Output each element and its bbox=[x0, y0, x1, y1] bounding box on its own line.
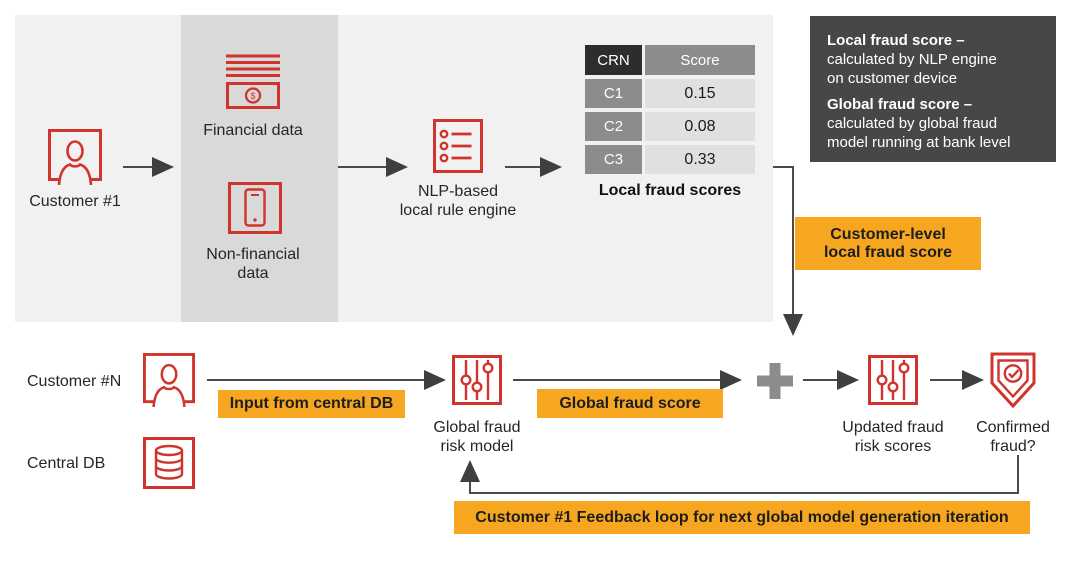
global-model-label: Global fraud risk model bbox=[433, 419, 521, 455]
table-row: C3 0.33 bbox=[585, 145, 755, 174]
data-sources-band bbox=[181, 15, 338, 322]
nlp-engine-label: NLP-based local rule engine bbox=[399, 183, 517, 219]
table-header-score: Score bbox=[645, 45, 755, 75]
banknotes-icon: $ bbox=[226, 54, 280, 110]
updated-scores-label: Updated fraud risk scores bbox=[842, 419, 944, 455]
feedback-loop-tag: Customer #1 Feedback loop for next globa… bbox=[454, 501, 1030, 534]
table-row: C1 0.15 bbox=[585, 79, 755, 108]
table-header-crn: CRN bbox=[585, 45, 642, 75]
score-definitions-box: Local fraud score – calculated by NLP en… bbox=[810, 16, 1056, 162]
sliders-icon bbox=[868, 355, 918, 405]
plus-icon bbox=[757, 363, 793, 399]
table-row: C2 0.08 bbox=[585, 112, 755, 141]
table-header-row: CRN Score bbox=[585, 45, 755, 75]
legend-item-global: Global fraud score – calculated by globa… bbox=[827, 96, 1011, 151]
customer-n-label: Customer #N bbox=[27, 373, 122, 390]
customer-icon bbox=[143, 353, 195, 407]
legend-item-local: Local fraud score – calculated by NLP en… bbox=[827, 32, 997, 87]
shield-check-icon bbox=[990, 352, 1036, 408]
sliders-icon bbox=[452, 355, 502, 405]
rule-list-icon bbox=[433, 119, 483, 173]
input-from-db-tag: Input from central DB bbox=[218, 390, 405, 418]
financial-data-label: Financial data bbox=[203, 122, 303, 139]
table-caption: Local fraud scores bbox=[598, 182, 742, 199]
local-fraud-scores-table: CRN Score C1 0.15 C2 0.08 C3 0.33 bbox=[585, 45, 755, 174]
central-db-label: Central DB bbox=[27, 455, 106, 472]
customer-icon bbox=[48, 129, 102, 185]
customer1-label: Customer #1 bbox=[29, 193, 121, 210]
global-fraud-score-tag: Global fraud score bbox=[537, 389, 723, 418]
smartphone-icon bbox=[228, 182, 282, 234]
nonfinancial-data-label: Non-financial data bbox=[206, 246, 300, 282]
svg-text:$: $ bbox=[250, 91, 255, 101]
customer-level-score-tag: Customer-level local fraud score bbox=[795, 217, 981, 270]
confirmed-fraud-label: Confirmed fraud? bbox=[976, 419, 1050, 455]
database-icon bbox=[143, 437, 195, 489]
